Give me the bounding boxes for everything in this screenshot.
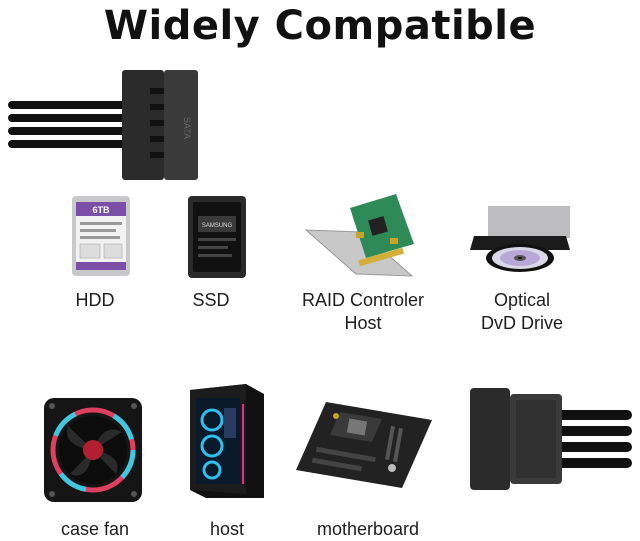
label-hdd: HDD (75, 290, 115, 310)
label-raid: RAID Controler Host (286, 289, 440, 335)
label-ssd: SSD (192, 290, 230, 310)
sata-cables (8, 101, 126, 148)
case-fan-image (44, 398, 142, 502)
sata-connector-image: SATA (8, 70, 198, 180)
sata-embossed-text: SATA (182, 117, 192, 139)
ssd-image: SAMSUNG (188, 196, 246, 278)
molex-cables (554, 410, 632, 468)
page-title: Widely Compatible (103, 3, 537, 49)
label-optical: Optical DvD Drive (462, 289, 582, 335)
label-raid-line2: Host (344, 313, 382, 333)
label-optical-line2: DvD Drive (480, 313, 563, 333)
label-motherboard: motherboard (316, 519, 420, 539)
label-raid-line1: RAID Controler (301, 290, 425, 310)
pc-tower-image (190, 384, 264, 498)
hdd-capacity-text: 6TB (92, 205, 110, 215)
molex-connector-image (470, 388, 632, 490)
label-optical-line1: Optical (493, 290, 551, 310)
ssd-brand-text: SAMSUNG (202, 223, 233, 229)
raid-card-image (304, 194, 414, 277)
motherboard-image (296, 402, 432, 488)
label-case-fan: case fan (60, 519, 130, 539)
optical-drive-image (470, 206, 570, 272)
hdd-image: 6TB (72, 196, 130, 276)
label-host: host (209, 519, 245, 539)
